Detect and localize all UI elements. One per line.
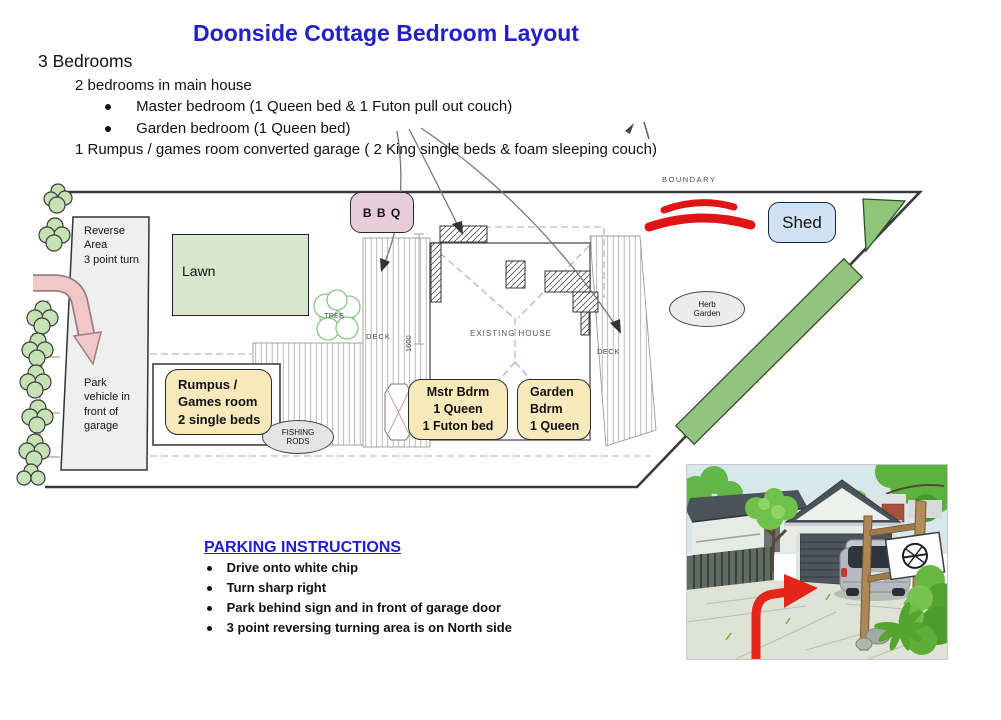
deck-left-label: DECK (366, 332, 391, 341)
main-house-line: 2 bedrooms in main house (75, 77, 252, 94)
front-tree (745, 488, 798, 573)
existing-house-label: EXISTING HOUSE (469, 329, 552, 338)
parking-bullet-4-text: 3 point reversing turning area is on Nor… (226, 620, 512, 635)
master-bedroom-box: Mstr Bdrm 1 Queen 1 Futon bed (408, 379, 508, 440)
hatched-features (430, 225, 599, 336)
photo-scene (686, 464, 948, 660)
park-vehicle-label: Park vehicle in front of garage (84, 377, 130, 432)
left-boundary-trees (16, 183, 73, 486)
parking-bullet-3-text: Park behind sign and in front of garage … (226, 600, 502, 615)
annotation-arrows (380, 127, 621, 334)
bedroom-bullet-1-text: Master bedroom (1 Queen bed & 1 Futon pu… (136, 98, 513, 115)
deck-right (589, 235, 657, 447)
parking-bullet-1-text: Drive onto white chip (226, 560, 359, 575)
turn-arrow (751, 574, 818, 660)
garden-bedroom-box: Garden Bdrm 1 Queen (517, 379, 591, 440)
bullet-dot (207, 586, 212, 592)
bedroom-bullet-2-text: Garden bedroom (1 Queen bed) (136, 120, 351, 137)
bedroom-bullet-1: Master bedroom (1 Queen bed & 1 Futon pu… (105, 98, 512, 115)
dimension-line (414, 233, 424, 345)
foreground-bushes (855, 565, 948, 655)
corner-garden-triangle (862, 198, 907, 253)
parking-bullet-4: 3 point reversing turning area is on Nor… (207, 620, 512, 635)
rumpus-line: 1 Rumpus / games room converted garage (… (75, 141, 657, 158)
rumpus-room-box: Rumpus / Games room 2 single beds (165, 369, 272, 435)
boundary-label: BOUNDARY (662, 175, 717, 184)
deck-right-label: DECK (597, 347, 620, 356)
lawn-label: Lawn (182, 263, 216, 279)
reverse-area-label: Reverse Area 3 point turn (84, 225, 140, 266)
leafy-plant (874, 601, 926, 651)
shed-box: Shed (768, 202, 836, 243)
parking-bullet-2: Turn sharp right (207, 580, 326, 595)
bullet-dot (207, 626, 212, 632)
driveway-photo (686, 464, 948, 660)
herb-garden-ellipse: Herb Garden (669, 291, 745, 327)
parking-bullet-1: Drive onto white chip (207, 560, 358, 575)
reverse-area-shape (60, 216, 150, 471)
parking-heading: PARKING INSTRUCTIONS (204, 539, 402, 556)
bedroom-bullet-2: Garden bedroom (1 Queen bed) (105, 120, 350, 137)
fishing-rods-ellipse: FISHING RODS (262, 420, 334, 454)
tree-label: TREE (324, 311, 345, 320)
lawn-area: Lawn (172, 234, 309, 316)
cursor-marks (625, 121, 650, 140)
bullet-dot (207, 606, 212, 612)
shed-label: Shed (782, 212, 822, 232)
bbq-box: B B Q (350, 192, 414, 233)
bbq-label: B B Q (362, 205, 402, 220)
red-arc-marks (644, 199, 756, 232)
tree-outline (313, 289, 361, 341)
bullet-dot (105, 104, 111, 111)
parking-bullet-3: Park behind sign and in front of garage … (207, 600, 501, 615)
reverse-arrow (33, 274, 102, 366)
dimension-1600-label: 1600 (404, 335, 413, 352)
bullet-dot (207, 566, 212, 572)
page-title: Doonside Cottage Bedroom Layout (193, 20, 579, 46)
bullet-dot (105, 126, 111, 133)
parking-bullet-2-text: Turn sharp right (226, 580, 327, 595)
white-chip-driveway-bar (674, 257, 864, 446)
bedrooms-heading: 3 Bedrooms (38, 51, 133, 71)
